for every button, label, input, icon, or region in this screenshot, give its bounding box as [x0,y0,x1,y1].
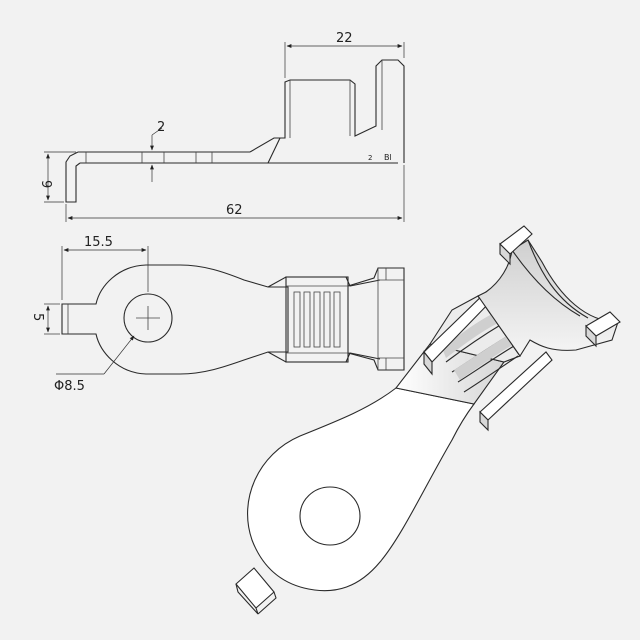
side-view: 2 Bl 22 2 9 62 [38,31,405,222]
total-length-dimension: 62 [226,203,243,218]
isometric-view [235,225,621,615]
thickness-dimension: 2 [157,120,165,135]
svg-text:Bl: Bl [384,153,392,162]
stud-hole [123,293,173,343]
tab-width-dimension: 5 [30,313,45,321]
top-view: 15.5 5 Φ8.5 [30,235,405,394]
height-dimension: 9 [38,180,53,188]
hole-diameter-dimension: Φ8.5 [54,379,85,394]
stud-hole-3d [299,486,361,546]
top-width-dimension: 22 [336,31,353,46]
svg-text:2: 2 [368,154,372,162]
hole-offset-dimension: 15.5 [84,235,113,250]
